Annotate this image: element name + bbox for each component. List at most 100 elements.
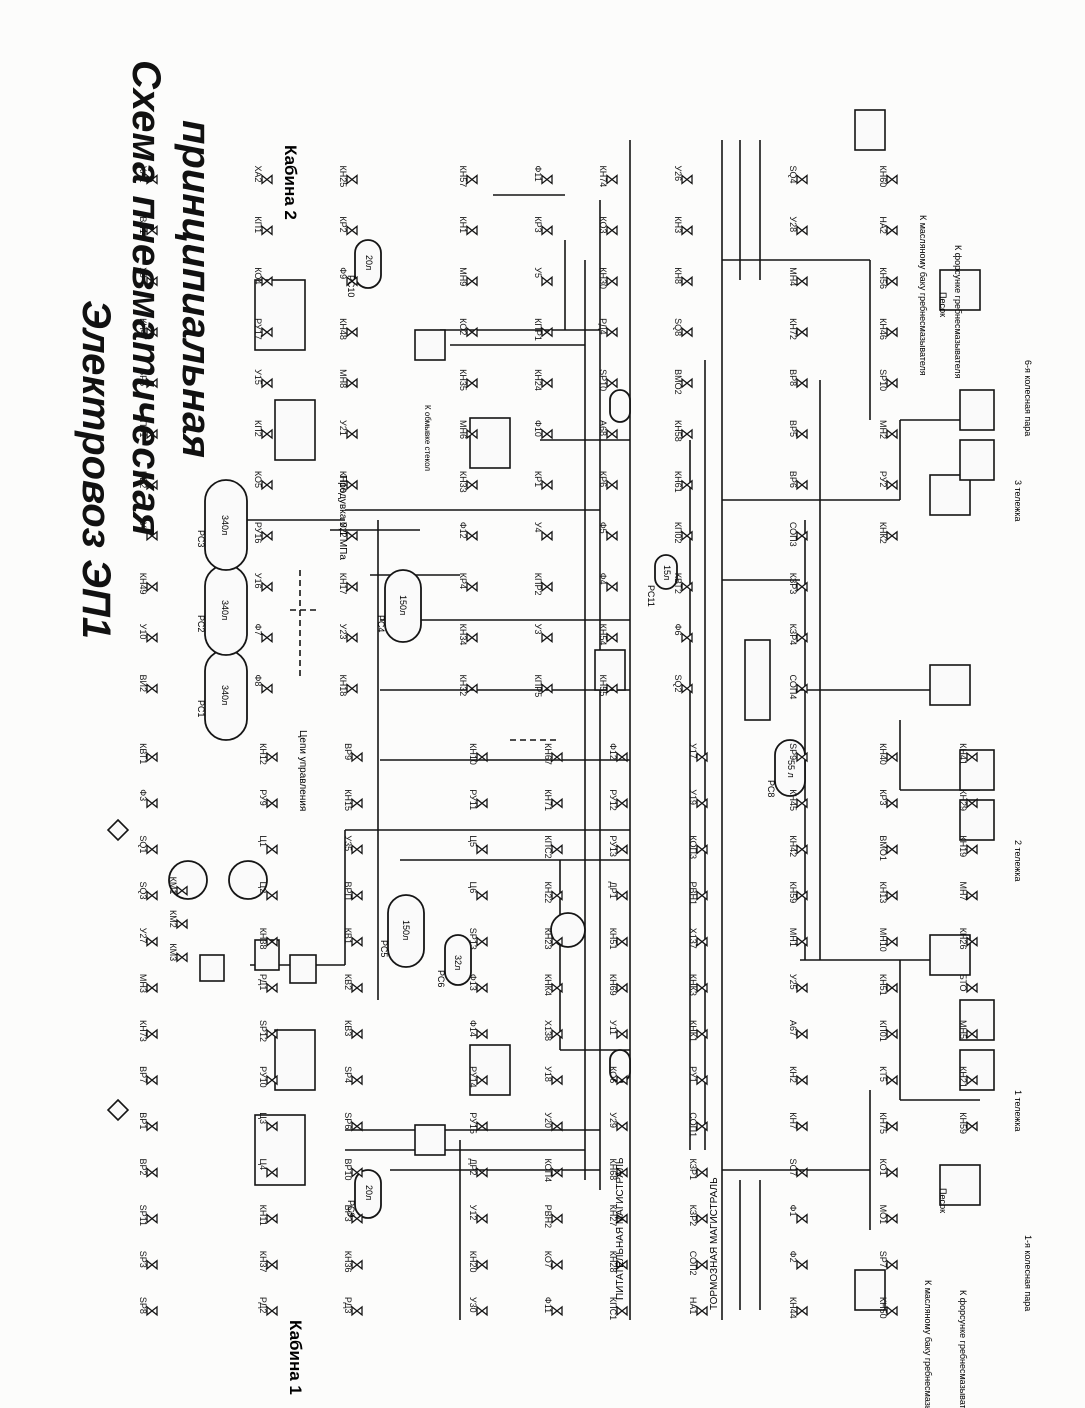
bottom-label-55: КН22: [543, 882, 553, 904]
bottom-label-58: Х138: [543, 1020, 553, 1041]
top-valve-icon-64: [606, 632, 618, 643]
top-label-79: МН4: [788, 267, 798, 286]
bottom-valve-icon-105: [886, 797, 898, 809]
top-label-19: У16: [253, 573, 263, 589]
bottom-valve-icon-22: [266, 1167, 278, 1178]
bottom-label-11: SP3: [138, 1251, 148, 1268]
top-label-62: Ф5: [598, 522, 608, 534]
bottom-label-83: КНК3: [688, 974, 698, 996]
bottom-valve-icon-112: [886, 1120, 898, 1132]
rs4-label: РС4: [376, 615, 386, 632]
nozzle-2-note: К форсунке гребнесмазывателя: [953, 245, 963, 379]
block-pb2: [254, 939, 280, 971]
bottom-valve-icon-119: [966, 844, 978, 855]
top-label-8: КН49: [138, 573, 148, 595]
block-u26: [469, 417, 511, 469]
top-valve-icon-77: [796, 174, 808, 185]
top-label-15: У15: [253, 369, 263, 385]
rs5-volume: 150л: [401, 920, 411, 940]
bottom-label-12: SP8: [138, 1297, 148, 1314]
bottom-valve-icon-31: [351, 982, 363, 994]
bottom-valve-icon-34: [351, 1120, 363, 1132]
bottom-valve-icon-102: [796, 1259, 808, 1271]
block-kvt1: [274, 1029, 316, 1091]
bottom-label-125: КН59: [958, 1112, 968, 1134]
bottom-label-92: КН45: [788, 789, 798, 811]
top-valve-icon-90: [886, 275, 898, 287]
bottom-valve-icon-25: [266, 1305, 278, 1317]
bottom-label-2: SQ1: [138, 835, 148, 853]
block-rvn2: [854, 109, 886, 151]
bottom-label-28: У35: [343, 835, 353, 851]
bottom-label-17: КН38: [258, 928, 268, 950]
top-valve-icon-27: [346, 428, 358, 440]
top-valve-icon-7: [146, 530, 158, 542]
rs11-label: РС11: [646, 585, 656, 607]
top-valve-icon-51: [541, 530, 553, 542]
top-label-3: КН47: [138, 318, 148, 340]
bottom-valve-icon-52: [551, 751, 563, 763]
top-label-42: КН34: [458, 624, 468, 646]
bottom-valve-icon-32: [351, 1028, 363, 1040]
top-label-39: КН33: [458, 471, 468, 493]
bottom-label-37: КН36: [343, 1251, 353, 1273]
rs3-volume: 340л: [220, 515, 230, 535]
bottom-label-120: МН7: [958, 882, 968, 901]
top-label-69: SQ8: [673, 318, 683, 336]
bottom-label-44: Ф13: [468, 974, 478, 991]
bottom-valve-icon-118: [966, 797, 978, 809]
rs1-label: РС1: [196, 700, 206, 717]
bottom-label-100: SC7: [788, 1158, 798, 1176]
top-valve-icon-23: [346, 225, 358, 236]
top-valve-icon-34: [466, 225, 478, 236]
top-valve-icon-81: [796, 377, 808, 389]
bottom-valve-icon-40: [476, 797, 488, 809]
bottom-valve-icon-26: [351, 751, 363, 763]
top-label-27: У21: [338, 420, 348, 436]
bogie-3-note: 3 тележка: [1013, 480, 1023, 522]
bottom-valve-icon-59: [551, 1074, 563, 1086]
top-valve-icon-36: [466, 326, 478, 338]
bottom-valve-icon-104: [886, 751, 898, 763]
bottom-valve-icon-50: [476, 1259, 488, 1271]
top-valve-icon-87: [796, 683, 808, 694]
top-label-32: КН18: [338, 675, 348, 697]
bottom-valve-icon-1: [146, 797, 158, 809]
bottom-valve-icon-11: [146, 1259, 158, 1271]
bottom-valve-icon-43: [476, 936, 488, 948]
bottom-label-101: Ф1: [788, 1205, 798, 1217]
bottom-valve-icon-90: [696, 1305, 708, 1317]
bottom-valve-icon-3: [146, 890, 158, 901]
bottom-valve-icon-77: [616, 1305, 628, 1317]
top-label-59: SP10: [598, 369, 608, 391]
bottom-valve-icon-61: [551, 1167, 563, 1178]
top-label-70: ВМО2: [673, 369, 683, 395]
top-label-23: КР2: [338, 216, 348, 232]
top-label-46: У5: [533, 267, 543, 278]
top-valve-icon-43: [466, 683, 478, 694]
top-label-66: У26: [673, 165, 683, 181]
top-valve-icon-30: [346, 581, 358, 593]
top-label-73: КП02: [673, 522, 683, 544]
rs10-volume: 20л: [364, 255, 374, 270]
bottom-label-62: РВН2: [543, 1205, 553, 1229]
control-circuits-note: Цепи управления: [297, 730, 308, 811]
block-rd1: [929, 934, 971, 976]
top-label-10: ВИ2: [138, 675, 148, 692]
bottom-valve-icon-86: [696, 1120, 708, 1132]
rs8-label: РС8: [766, 780, 776, 797]
top-valve-icon-6: [146, 479, 158, 491]
nozzle-1-note: К форсунке гребнесмазывателя: [958, 1290, 968, 1408]
top-valve-icon-35: [466, 275, 478, 287]
top-label-93: МН2: [878, 420, 888, 439]
bottom-label-18: РД1: [258, 974, 268, 991]
coupling-xa2: [106, 818, 130, 842]
bottom-label-14: РУ9: [258, 789, 268, 806]
bottom-valve-icon-38: [351, 1305, 363, 1317]
top-label-90: КН56: [878, 267, 888, 289]
bottom-valve-icon-65: [616, 751, 628, 763]
bogie-1-note: 1 тележка: [1013, 1090, 1023, 1132]
reservoir-rs11: [654, 554, 678, 590]
top-label-38: МН6: [458, 420, 468, 439]
